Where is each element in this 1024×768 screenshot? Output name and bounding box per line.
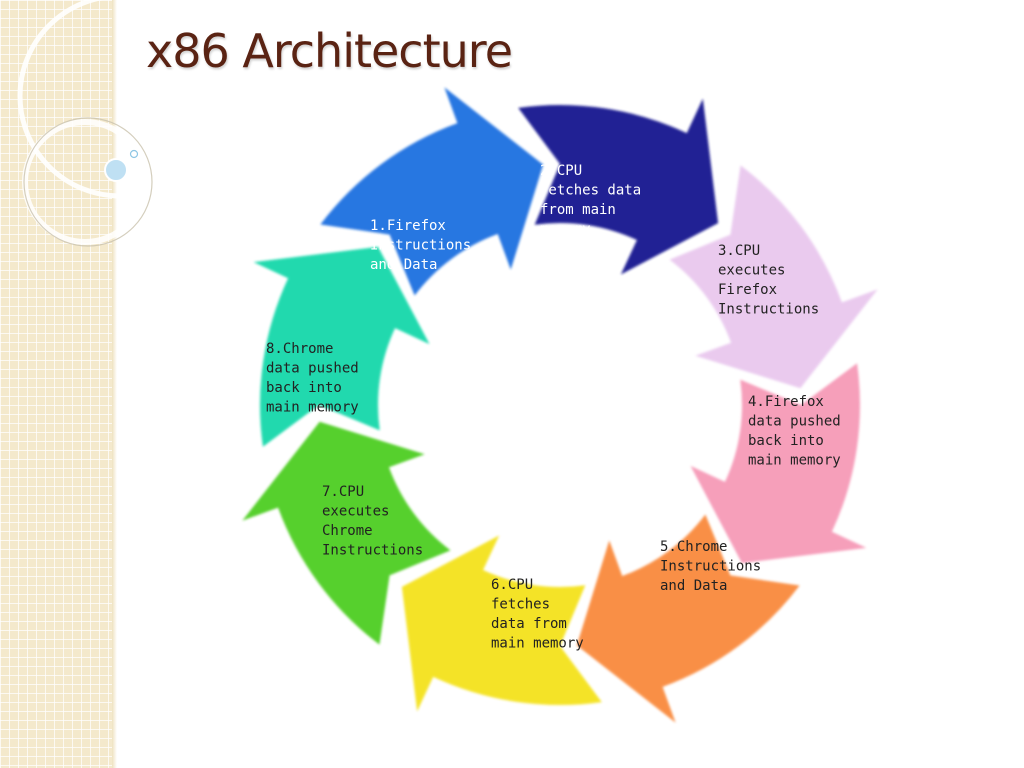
ring-small <box>22 119 148 245</box>
cycle-arrow-step-1 <box>320 87 544 296</box>
cycle-label-line: main memory <box>748 453 841 469</box>
cycle-label-line: fetches <box>491 597 550 613</box>
cycle-label-step-6: 6.CPU fetches data from main memory <box>491 577 584 652</box>
cycle-label-line: Instructions <box>322 543 423 559</box>
cycle-label-line: main memory <box>266 400 359 416</box>
ring-large <box>17 0 180 199</box>
cycle-label-line: 8.Chrome <box>266 341 333 357</box>
cycle-label-line: Instructions <box>718 302 819 318</box>
cycle-label-line: 1.Firefox <box>370 218 446 234</box>
cycle-arrow-step-5 <box>576 514 800 723</box>
ring-shadow <box>23 117 153 247</box>
cycle-label-line: Firefox <box>718 282 777 298</box>
cycle-arrow-step-8 <box>253 246 430 447</box>
bubble-large-icon <box>104 158 128 182</box>
cycle-arrow-step-7 <box>242 421 451 645</box>
cycle-arrow-step-2 <box>518 98 719 275</box>
cycle-label-line: 2.CPU <box>540 163 582 179</box>
cycle-label-line: fetches data <box>540 183 641 199</box>
cycle-label-line: and Data <box>370 257 437 273</box>
cycle-label-line: main memory <box>491 636 584 652</box>
cycle-label-line: executes <box>322 504 389 520</box>
cycle-arrows <box>242 87 878 723</box>
cycle-label-step-2: 2.CPU fetches data from main memory <box>540 163 641 238</box>
cycle-label-line: 5.Chrome <box>660 539 727 555</box>
cycle-label-line: Instructions <box>660 559 761 575</box>
cycle-label-line: executes <box>718 263 785 279</box>
cycle-label-line: 6.CPU <box>491 577 533 593</box>
decorative-rings <box>17 0 180 247</box>
cycle-label-step-8: 8.Chrome data pushed back into main memory <box>266 341 359 416</box>
cycle-label-line: Instructions <box>370 238 471 254</box>
cycle-arrow-step-3 <box>669 165 878 389</box>
cycle-label-line: and Data <box>660 578 727 594</box>
page-title: x86 Architecture <box>146 24 513 78</box>
cycle-label-line: back into <box>266 380 342 396</box>
cycle-label-line: 4.Firefox <box>748 394 824 410</box>
bubble-small-icon <box>129 149 139 159</box>
sidebar-edge <box>112 0 117 768</box>
cycle-label-step-4: 4.Firefox data pushed back into main memory <box>748 394 841 469</box>
cycle-label-line: 3.CPU <box>718 243 760 259</box>
cycle-label-line: from main <box>540 202 616 218</box>
cycle-arrow-step-6 <box>401 535 602 712</box>
cycle-label-line: data from <box>491 616 567 632</box>
cycle-label-line: data pushed <box>748 414 841 430</box>
cycle-label-line: back into <box>748 433 824 449</box>
cycle-label-line: 7.CPU <box>322 484 364 500</box>
cycle-label-line: memory <box>540 222 591 238</box>
cycle-label-line: Chrome <box>322 523 373 539</box>
cycle-arrow-step-4 <box>690 363 867 564</box>
cycle-label-line: data pushed <box>266 361 359 377</box>
